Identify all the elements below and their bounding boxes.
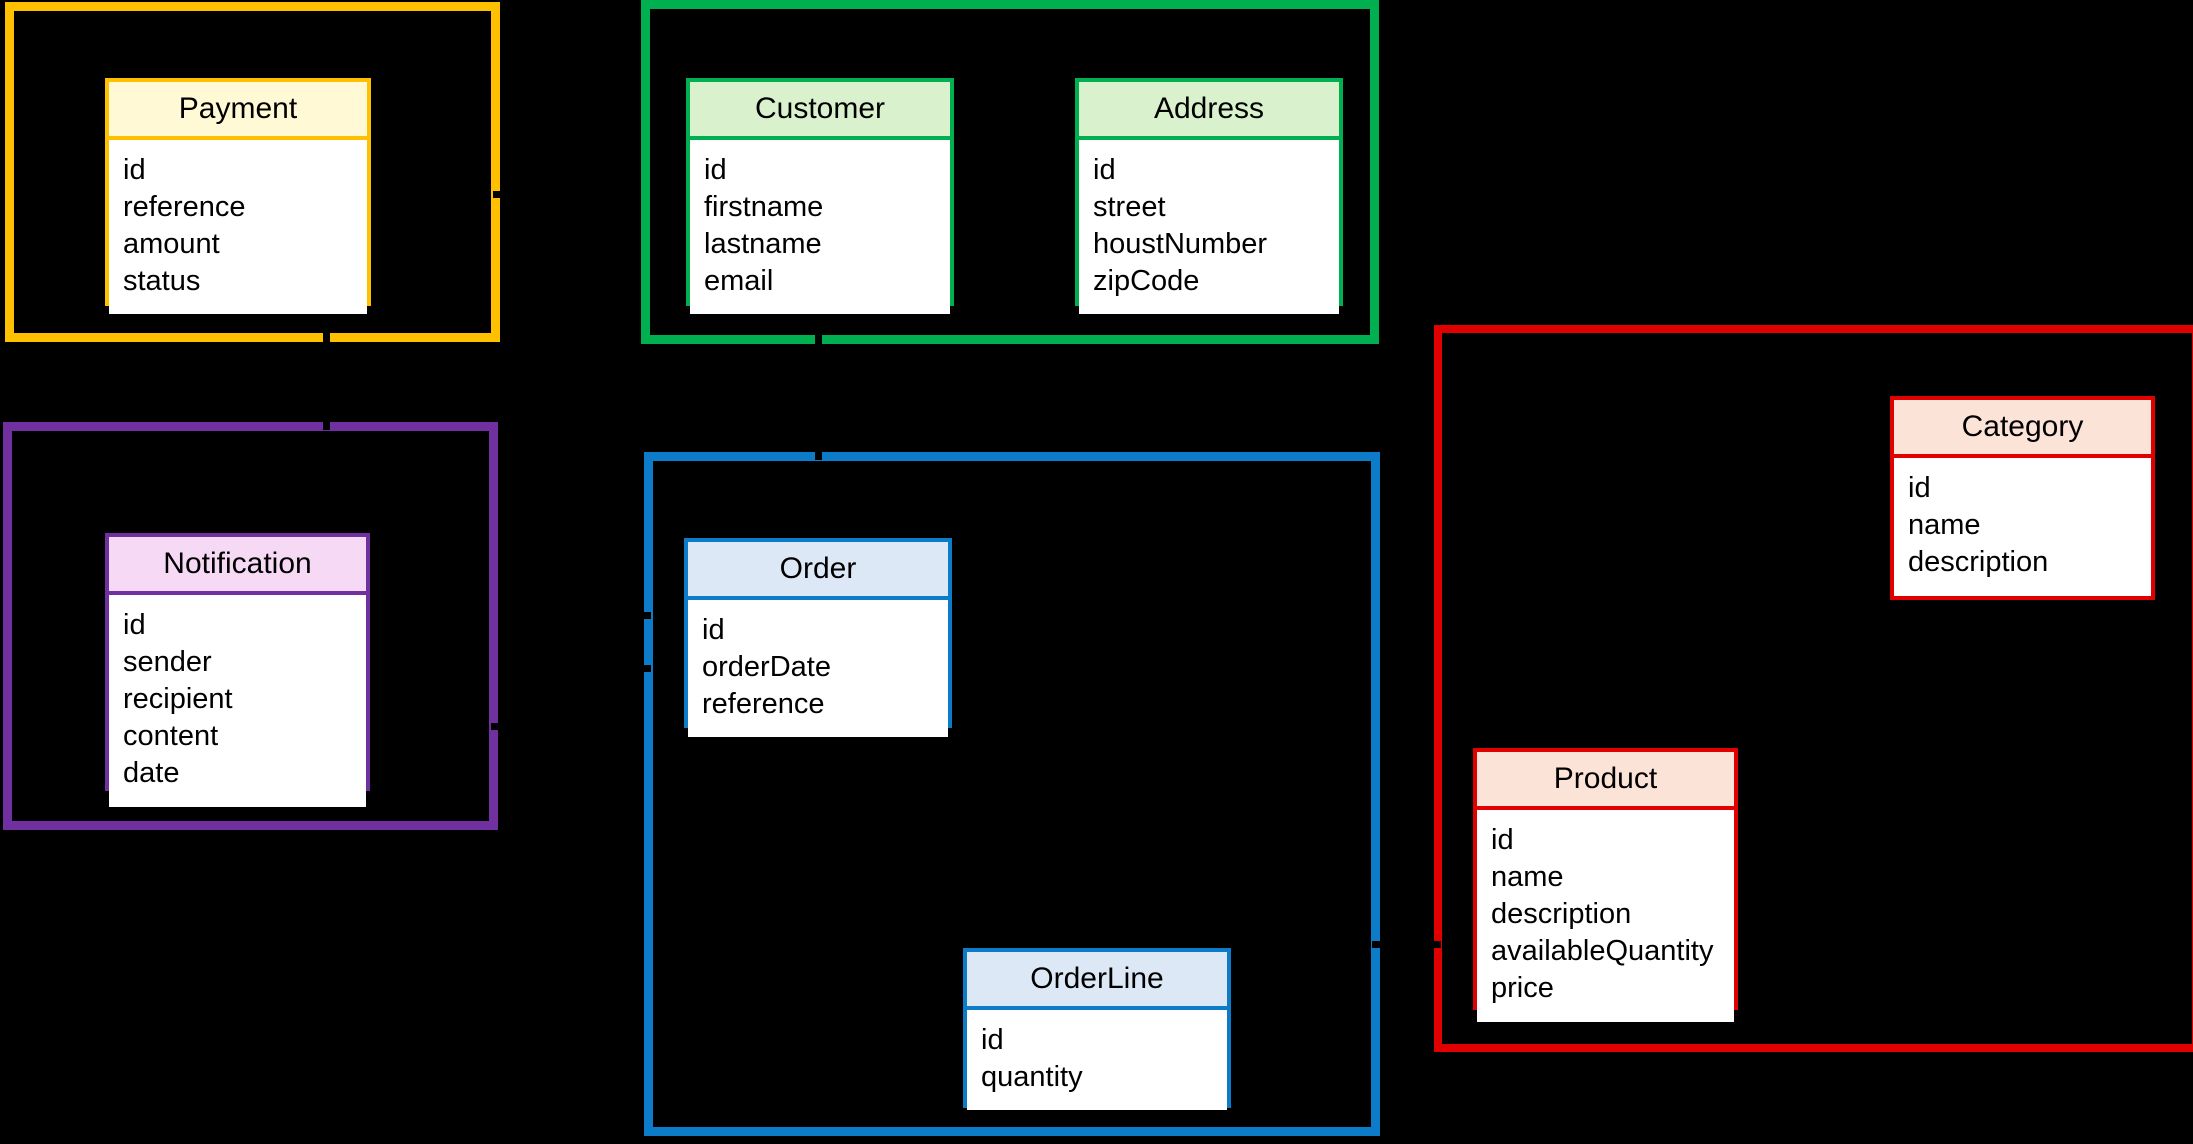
attribute-row: id — [981, 1024, 1004, 1056]
context-payment-context[interactable] — [5, 2, 500, 342]
attribute-row: email — [704, 265, 774, 298]
context-order-context[interactable] — [644, 452, 1380, 1136]
attribute-row: id — [1093, 154, 1116, 186]
attribute-row: price — [1491, 972, 1554, 1005]
attribute-row: zipCode — [1093, 265, 1200, 298]
context-customer-context[interactable] — [641, 0, 1379, 344]
attribute-row: firstname — [704, 191, 824, 224]
attribute-row: id — [123, 609, 146, 641]
catalog-context-left-stub — [1429, 941, 1441, 948]
attribute-row: reference — [702, 688, 825, 721]
entity-product[interactable]: Product id name description availableQuantit… — [1473, 748, 1738, 1022]
attribute-row: id — [704, 154, 727, 186]
attribute-row: quantity — [981, 1061, 1083, 1094]
entity-address-attribute-list: id street houstNumber zipCode — [1079, 140, 1339, 315]
context-notification-context[interactable] — [3, 422, 498, 830]
entity-customer-attribute-list: id firstname lastname email — [690, 140, 950, 315]
entity-address-title: Address — [1079, 82, 1339, 140]
attribute-row: houstNumber — [1093, 228, 1268, 261]
entity-order[interactable]: Order id orderDate reference — [684, 538, 952, 738]
order-context-left-stub-a — [639, 612, 651, 619]
entity-orderline-attribute-list: id quantity — [967, 1010, 1227, 1111]
entity-payment-title: Payment — [109, 82, 367, 140]
customer-context-bottom-stub — [815, 334, 822, 346]
attribute-row: date — [123, 757, 180, 790]
attribute-row: amount — [123, 228, 220, 261]
entity-product-attribute-list: id name description availableQuantity price — [1477, 810, 1734, 1022]
entity-category-attribute-list: id name description — [1894, 458, 2151, 596]
entity-payment[interactable]: Payment id reference amount status — [105, 78, 371, 315]
entity-address[interactable]: Address id street houstNumber zipCode — [1075, 78, 1343, 315]
entity-category-title: Category — [1894, 400, 2151, 458]
entity-customer-title: Customer — [690, 82, 950, 140]
attribute-row: name — [1491, 861, 1564, 894]
attribute-row: id — [702, 614, 725, 646]
entity-customer[interactable]: Customer id firstname lastname email — [686, 78, 954, 315]
payment-context-bottom-stub — [323, 331, 330, 343]
attribute-row: orderDate — [702, 651, 831, 684]
order-context-left-stub-b — [639, 665, 651, 672]
attribute-row: lastname — [704, 228, 822, 261]
order-context-top-stub — [815, 448, 822, 460]
attribute-row: description — [1908, 546, 2049, 579]
notification-context-top-stub — [323, 418, 330, 430]
entity-orderline[interactable]: OrderLine id quantity — [963, 948, 1231, 1111]
entity-payment-attribute-list: id reference amount status — [109, 140, 367, 315]
attribute-row: id — [123, 154, 146, 186]
attribute-row: street — [1093, 191, 1166, 224]
entity-notification[interactable]: Notification id sender recipient content date — [105, 533, 370, 807]
entity-product-title: Product — [1477, 752, 1734, 810]
attribute-row: id — [1908, 472, 1931, 504]
entity-order-title: Order — [688, 542, 948, 600]
order-context-right-stub — [1372, 941, 1384, 948]
entity-category[interactable]: Category id name description — [1890, 396, 2155, 600]
attribute-row: sender — [123, 646, 212, 679]
entity-order-attribute-list: id orderDate reference — [688, 600, 948, 738]
attribute-row: reference — [123, 191, 246, 224]
attribute-row: id — [1491, 824, 1514, 856]
attribute-row: availableQuantity — [1491, 935, 1714, 968]
attribute-row: content — [123, 720, 219, 753]
entity-notification-title: Notification — [109, 537, 366, 595]
entity-orderline-title: OrderLine — [967, 952, 1227, 1010]
attribute-row: recipient — [123, 683, 233, 716]
attribute-row: status — [123, 265, 201, 298]
entity-notification-attribute-list: id sender recipient content date — [109, 595, 366, 807]
attribute-row: name — [1908, 509, 1981, 542]
notification-context-right-stub — [491, 723, 503, 730]
attribute-row: description — [1491, 898, 1632, 931]
payment-context-right-stub — [493, 191, 505, 198]
